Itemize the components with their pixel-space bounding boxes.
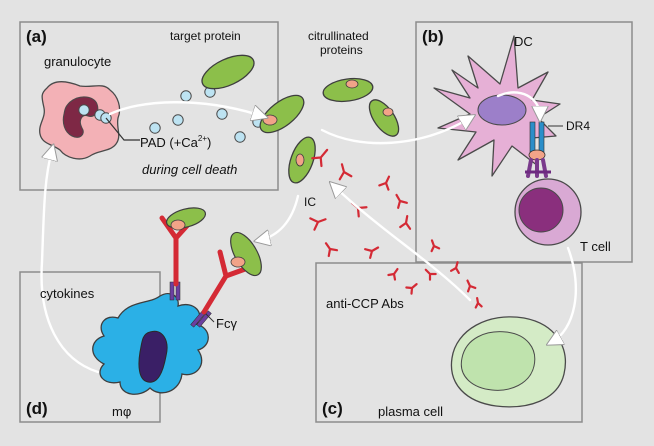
fc-receptors	[169, 281, 212, 328]
citrullinated-protein	[288, 136, 316, 184]
ic-label: IC	[304, 195, 316, 209]
citrullinated-label-line2: proteins	[320, 43, 363, 57]
dendritic-cell	[433, 35, 561, 177]
target-protein	[201, 54, 255, 90]
citrullinated-protein	[368, 99, 400, 137]
panel-c-frame	[315, 262, 583, 423]
panel-d-label: (d)	[26, 399, 48, 418]
dr4-label: DR4	[566, 119, 590, 133]
target-protein-label: target protein	[170, 29, 241, 43]
cytokines-label: cytokines	[40, 286, 95, 301]
immune-complex	[201, 231, 262, 315]
plasma-cell-label: plasma cell	[378, 404, 443, 419]
t-cell	[514, 178, 582, 246]
panel-a-label: (a)	[26, 27, 47, 46]
pad-label: PAD (+Ca2+)	[140, 134, 211, 150]
pad-pointer	[105, 117, 140, 141]
fc-gamma-label: Fcγ	[216, 316, 237, 331]
citrullinated-label-line1: citrullinated	[308, 29, 369, 43]
dr4-receptor	[525, 121, 551, 178]
granulocyte-label: granulocyte	[44, 54, 111, 69]
citrullinated-protein	[322, 77, 374, 103]
granulocyte	[39, 81, 121, 160]
dc-label: DC	[514, 34, 533, 49]
t-cell-label: T cell	[580, 239, 611, 254]
free-antibodies	[309, 148, 483, 309]
immune-complex	[159, 207, 207, 287]
anti-ccp-label: anti-CCP Abs	[326, 296, 404, 311]
panel-c-label: (c)	[322, 399, 343, 418]
panel-b-frame	[415, 21, 633, 263]
during-cell-death-label: during cell death	[142, 162, 237, 177]
panel-b-label: (b)	[422, 27, 444, 46]
macrophage	[92, 292, 209, 395]
macrophage-label: mφ	[112, 404, 131, 419]
plasma-cell	[450, 316, 566, 408]
process-arrows	[40, 91, 578, 374]
